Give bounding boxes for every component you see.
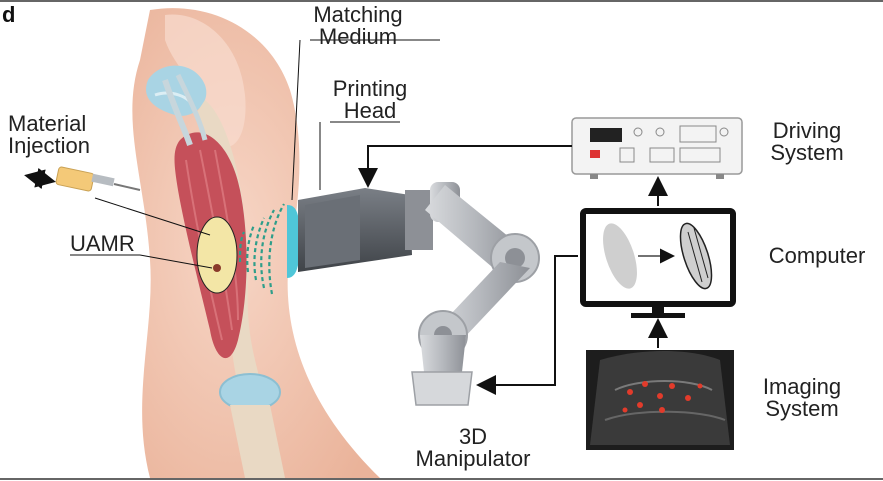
printing-head-device	[298, 188, 433, 272]
printing-head-label: Printing Head	[332, 76, 408, 123]
panel-letter: d	[2, 2, 16, 27]
ultrasound-waves-icon	[238, 203, 285, 295]
driving-system-device-icon	[571, 117, 743, 179]
leader-lines	[70, 39, 440, 269]
ultrasound-image-icon	[586, 350, 734, 450]
syringe-icon	[55, 166, 141, 192]
driving-system-label: Driving System	[770, 118, 844, 165]
arrow-driving-to-head	[358, 145, 572, 188]
manipulator-label: 3D Manipulator	[415, 424, 531, 471]
arrow-computer-to-manipulator	[476, 255, 578, 395]
computer-label: Computer	[768, 243, 866, 268]
injection-arrow-back	[27, 167, 56, 188]
monitor-icon	[580, 208, 736, 318]
material-injection-label: Material Injection	[8, 111, 90, 158]
imaging-system-label: Imaging System	[762, 374, 842, 421]
uamr-label: UAMR	[70, 231, 135, 256]
matching-medium-coupling	[287, 205, 300, 278]
robot-arm-icon	[411, 182, 540, 406]
matching-medium-label: Matching Medium	[313, 2, 403, 49]
